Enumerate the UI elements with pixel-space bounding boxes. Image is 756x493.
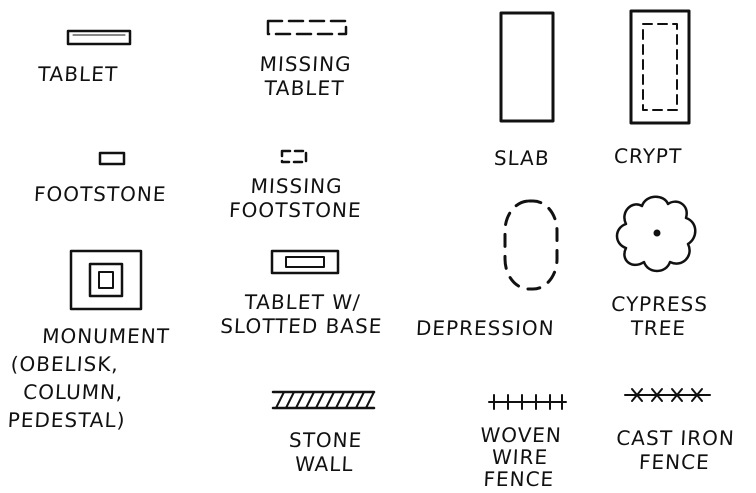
monument-label-line4: PEDESTAL) (7, 406, 166, 434)
monument-label-line3: COLUMN, (9, 378, 168, 406)
missing-tablet-label: MISSING TABLET (239, 52, 372, 100)
crypt-label: CRYPT (613, 144, 682, 168)
monument-label: MONUMENT (OBELISK, COLUMN, PEDESTAL) (7, 322, 171, 434)
woven-wire-fence-symbol (486, 392, 570, 412)
cypress-tree-label: CYPRESS TREE (593, 292, 726, 340)
slab-symbol (498, 10, 558, 126)
woven-wire-fence-label: WOVEN WIRE FENCE (448, 424, 591, 490)
woven-wire-fence-label-line2: WIRE (449, 446, 590, 468)
depression-label: DEPRESSION (415, 316, 555, 340)
tablet-symbol (66, 28, 134, 48)
tablet-slotted-base-label-line1: TABLET W/ (204, 290, 401, 314)
footstone-label: FOOTSTONE (33, 182, 167, 206)
cypress-tree-label-line2: TREE (593, 316, 724, 340)
cypress-tree-symbol (612, 190, 702, 276)
missing-footstone-label: MISSING FOOTSTONE (221, 174, 372, 222)
crypt-symbol (628, 8, 694, 128)
monument-label-line1: MONUMENT (11, 322, 170, 350)
monument-symbol (68, 248, 148, 316)
slab-label: SLAB (493, 146, 550, 170)
stone-wall-symbol (270, 388, 380, 414)
stone-wall-label-line1: STONE (260, 428, 391, 452)
cypress-tree-label-line1: CYPRESS (594, 292, 725, 316)
cast-iron-fence-symbol (622, 384, 714, 406)
cast-iron-fence-label-line1: CAST IRON (600, 426, 751, 450)
missing-tablet-label-line1: MISSING (240, 52, 371, 76)
footstone-symbol (98, 150, 128, 168)
monument-label-line2: (OBELISK, (10, 350, 169, 378)
missing-footstone-label-line1: MISSING (222, 174, 371, 198)
stone-wall-label-line2: WALL (259, 452, 390, 476)
tablet-label: TABLET (37, 62, 118, 86)
cast-iron-fence-label: CAST IRON FENCE (599, 426, 752, 474)
depression-symbol (500, 196, 564, 296)
missing-tablet-label-line2: TABLET (239, 76, 370, 100)
missing-tablet-symbol (266, 18, 350, 38)
tablet-slotted-base-label-line2: SLOTTED BASE (203, 314, 400, 338)
missing-footstone-label-line2: FOOTSTONE (221, 198, 370, 222)
missing-footstone-symbol (280, 148, 310, 166)
woven-wire-fence-label-line3: FENCE (448, 468, 589, 490)
tablet-slotted-base-symbol (270, 248, 342, 278)
woven-wire-fence-label-line1: WOVEN (451, 424, 592, 446)
tablet-slotted-base-label: TABLET W/ SLOTTED BASE (203, 290, 402, 338)
cast-iron-fence-label-line2: FENCE (599, 450, 750, 474)
stone-wall-label: STONE WALL (259, 428, 392, 476)
